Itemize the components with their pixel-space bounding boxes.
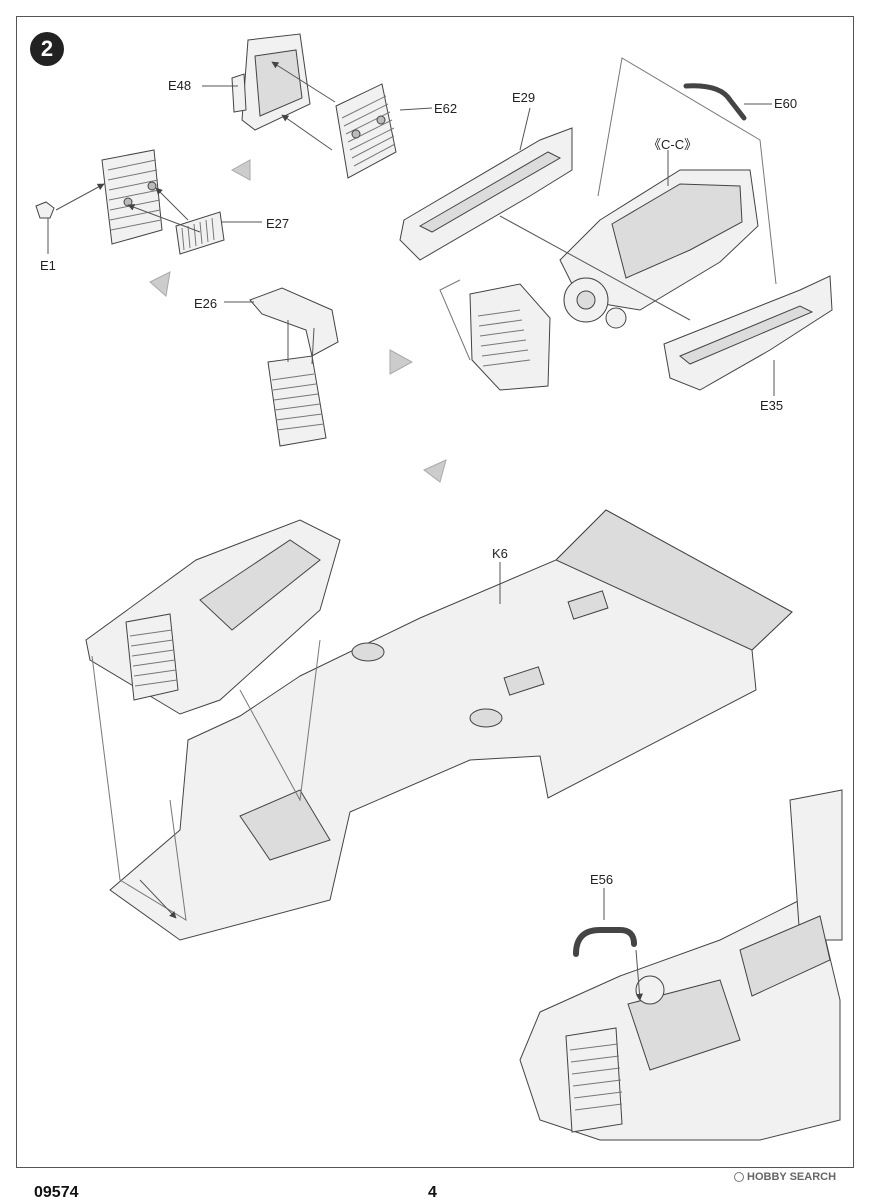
part-e60-hose bbox=[683, 83, 747, 121]
engine-subassembly-cc bbox=[559, 169, 759, 329]
part-e26-radiator-cover bbox=[249, 287, 339, 357]
label-k6: K6 bbox=[492, 546, 508, 561]
part-e29-side-rail bbox=[399, 127, 573, 261]
part-radiator-with-cover bbox=[267, 355, 327, 447]
detail-view-installed bbox=[519, 789, 843, 1141]
part-k6-chassis bbox=[109, 509, 793, 941]
label-e60: E60 bbox=[774, 96, 798, 111]
part-e35-side-rail bbox=[663, 275, 833, 391]
label-e35: E35 bbox=[760, 398, 784, 413]
part-e27-grille bbox=[175, 211, 225, 255]
part-radiator-assembly bbox=[101, 149, 163, 245]
part-e1-fitting bbox=[35, 201, 55, 219]
page-number: 4 bbox=[428, 1184, 437, 1201]
part-e56-hose bbox=[573, 927, 637, 957]
label-e1: E1 bbox=[40, 258, 56, 273]
step-number-badge: 2 bbox=[30, 32, 64, 66]
part-e48-radiator-frame bbox=[231, 33, 311, 131]
part-e62-radiator-core bbox=[335, 83, 397, 179]
page-frame bbox=[16, 16, 854, 1168]
direction-indicator bbox=[149, 159, 447, 483]
label-cc: 《C-C》 bbox=[648, 137, 698, 152]
watermark-text: HOBBY SEARCH bbox=[747, 1171, 837, 1183]
part-radiator-installed bbox=[469, 283, 551, 391]
engine-assembly-on-chassis bbox=[85, 519, 341, 715]
watermark: HOBBY SEARCH bbox=[734, 1171, 836, 1183]
label-e27: E27 bbox=[266, 216, 290, 231]
label-e48: E48 bbox=[168, 78, 192, 93]
label-e26: E26 bbox=[194, 296, 218, 311]
label-e62: E62 bbox=[434, 101, 458, 116]
product-code: 09574 bbox=[34, 1184, 79, 1201]
label-e56: E56 bbox=[590, 872, 614, 887]
label-e29: E29 bbox=[512, 90, 536, 105]
watermark-logo-icon bbox=[734, 1172, 744, 1182]
